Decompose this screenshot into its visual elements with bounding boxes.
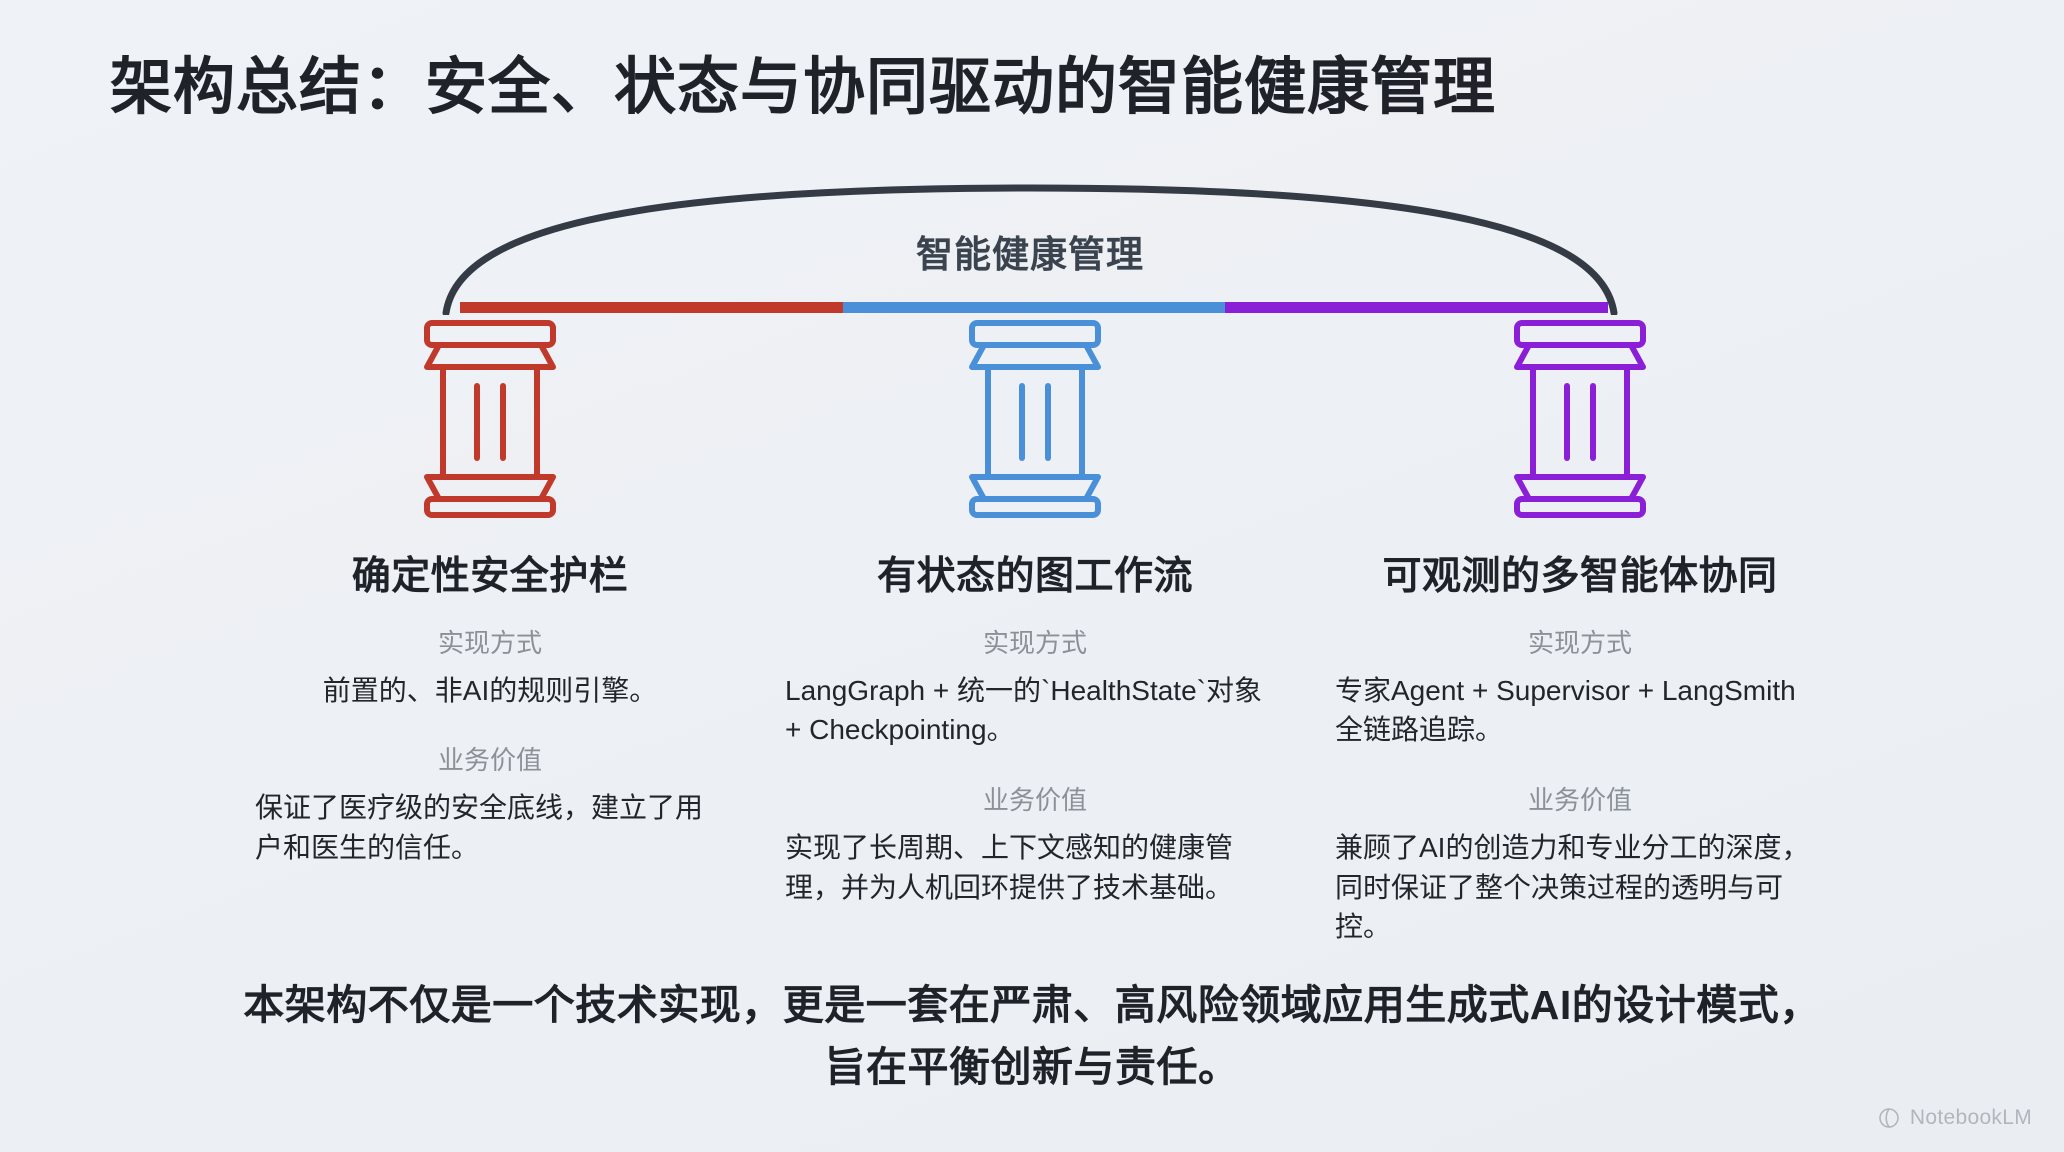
pillar-icon: [424, 320, 556, 518]
color-segment-2: [842, 302, 1226, 313]
business-value-label: 业务价值: [1527, 785, 1632, 816]
pillar-heading: 可观测的多智能体协同: [1382, 555, 1778, 598]
implementation-text: LangGraph + 统一的`HealthState`对象 + Checkpo…: [785, 674, 1262, 746]
pillar-icon-2-holder: [960, 318, 1110, 536]
pillar-column-3: 可观测的多智能体协同 实现方式 专家Agent + Supervisor + L…: [1320, 318, 1840, 947]
implementation-label: 实现方式: [982, 627, 1087, 658]
business-value-text: 保证了医疗级的安全底线，建立了用户和医生的信任。: [255, 792, 704, 863]
implementation-text: 前置的、非AI的规则引擎。: [322, 674, 658, 706]
pillar-color-bar: [460, 302, 1609, 313]
implementation-text: 专家Agent + Supervisor + LangSmith 全链路追踪。: [1335, 674, 1796, 746]
pillar-heading: 有状态的图工作流: [876, 555, 1193, 598]
pillar-icon: [969, 320, 1101, 518]
implementation-label: 实现方式: [437, 627, 542, 658]
arch-label: 智能健康管理: [916, 234, 1144, 275]
pillar-icon-3-holder: [1505, 318, 1655, 536]
business-value-text: 兼顾了AI的创造力和专业分工的深度，同时保证了整个决策过程的透明与可控。: [1335, 831, 1810, 943]
page-title: 架构总结：安全、状态与协同驱动的智能健康管理: [110, 53, 1497, 122]
business-value-label: 业务价值: [437, 745, 542, 776]
pillar-heading: 确定性安全护栏: [351, 555, 629, 598]
arch-graphic: [440, 180, 1620, 315]
summary-text: 本架构不仅是一个技术实现，更是一套在严肃、高风险领域应用生成式AI的设计模式，旨…: [243, 982, 1821, 1090]
pillar-column-1: 确定性安全护栏 实现方式 前置的、非AI的规则引擎。 业务价值 保证了医疗级的安…: [230, 318, 750, 947]
notebooklm-watermark: NotebookLM: [1877, 1106, 2032, 1130]
notebooklm-logo-icon: [1877, 1106, 1901, 1130]
implementation-label: 实现方式: [1527, 627, 1632, 658]
business-value-text: 实现了长周期、上下文感知的健康管理，并为人机回环提供了技术基础。: [785, 831, 1234, 903]
pillar-column-2: 有状态的图工作流 实现方式 LangGraph + 统一的`HealthStat…: [775, 318, 1295, 947]
color-segment-3: [1225, 302, 1609, 313]
pillar-icon-1-holder: [415, 318, 565, 536]
color-segment-1: [460, 302, 843, 313]
pillar-icon: [1514, 320, 1646, 518]
pillar-columns: 确定性安全护栏 实现方式 前置的、非AI的规则引擎。 业务价值 保证了医疗级的安…: [230, 318, 1840, 947]
business-value-label: 业务价值: [982, 785, 1087, 816]
notebooklm-label: NotebookLM: [1909, 1106, 2032, 1129]
